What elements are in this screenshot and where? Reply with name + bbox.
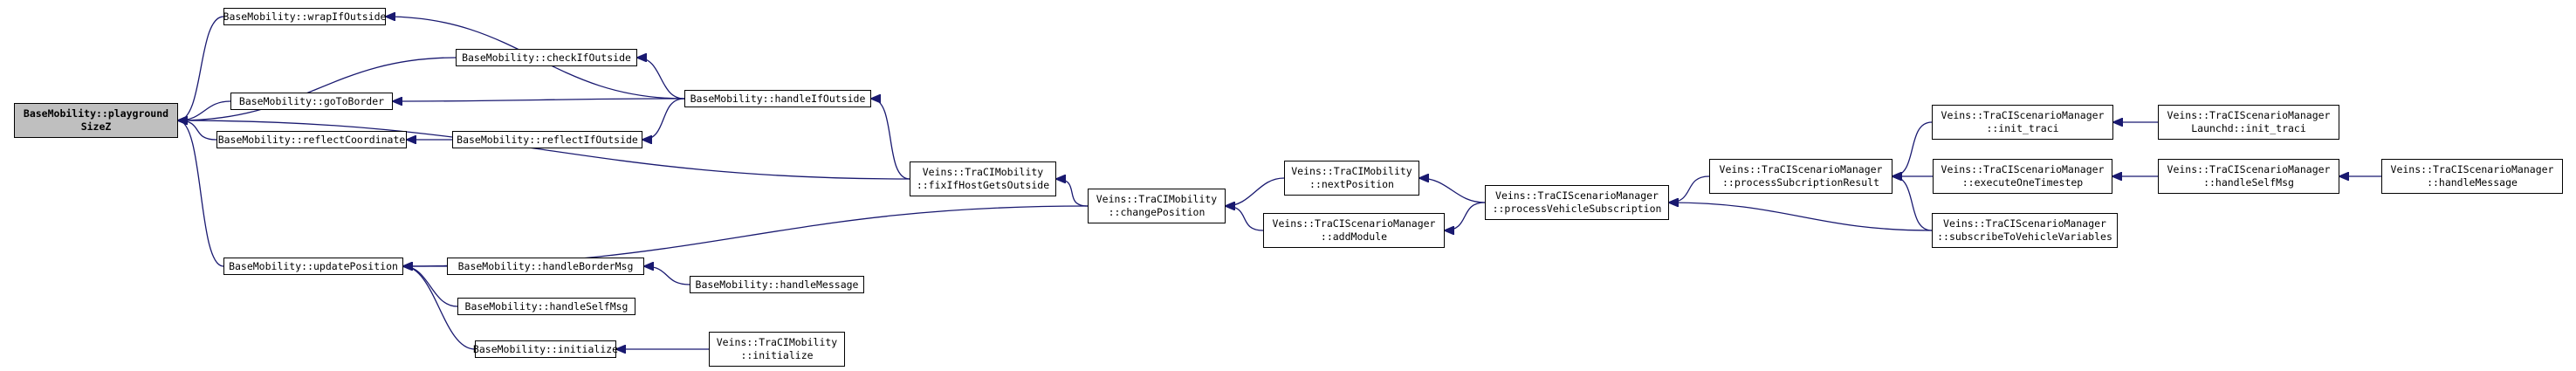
node-label-line: ::changePosition [1108,206,1206,218]
edge-handleIfOutside-to-checkIfOutside [637,58,685,100]
node-label-line: Veins::TraCIScenarioManager [1719,163,1883,175]
node-label-line: BaseMobility::reflectIfOutside [457,133,638,146]
node-next-position[interactable]: Veins::TraCIMobility::nextPosition [1284,161,1419,196]
node-label-line: BaseMobility::handleBorderMsg [457,259,634,272]
node-label-line: ::init_traci [1986,122,2059,134]
node-label-line: Veins::TraCIScenarioManager [1941,163,2105,175]
edge-handleIfOutside-to-reflectIfOutside [642,98,685,140]
node-label-line: Veins::TraCIMobility [1291,165,1412,177]
edge-bmHandleMessage-to-handleBorderMsg [644,266,690,285]
node-change-position[interactable]: Veins::TraCIMobility::changePosition [1088,189,1226,223]
edge-nextPosition-to-changePosition [1226,177,1285,206]
node-label-line: BaseMobility::checkIfOutside [462,51,631,64]
node-label-line: Veins::TraCIScenarioManager [1495,189,1659,202]
node-label-line: BaseMobility::wrapIfOutside [223,10,387,23]
node-label-line: Veins::TraCIMobility [922,166,1044,178]
node-label-line: Veins::TraCIScenarioManager [2167,163,2331,175]
node-fix-if-host-gets-outside[interactable]: Veins::TraCIMobility::fixIfHostGetsOutsi… [910,161,1056,196]
node-label-line: ::handleMessage [2427,176,2518,189]
node-execute-one-timestep[interactable]: Veins::TraCIScenarioManager::executeOneT… [1933,159,2112,194]
node-label-line: ::fixIfHostGetsOutside [916,179,1050,191]
node-subscribe-to-vehicle-variables[interactable]: Veins::TraCIScenarioManager::subscribeTo… [1932,213,2118,248]
node-label-line: ::subscribeToVehicleVariables [1937,230,2112,243]
node-label-line: ::handleSelfMsg [2203,176,2294,189]
edge-fixIfHostGetsOutside-to-playgroundSizeZ [178,120,910,180]
node-label-line: BaseMobility::reflectCoordinate [217,133,406,146]
edge-addModule-to-changePosition [1226,206,1264,231]
node-base-mobility-handle-self-msg[interactable]: BaseMobility::handleSelfMsg [457,298,635,315]
node-label-line: SizeZ [80,120,112,133]
edge-checkIfOutside-to-playgroundSizeZ [178,57,457,120]
node-label-line: Veins::TraCIScenarioManager [2390,163,2554,175]
node-reflect-coordinate[interactable]: BaseMobility::reflectCoordinate [216,131,407,148]
node-process-subcription-result[interactable]: Veins::TraCIScenarioManager::processSubc… [1709,159,1893,194]
edge-changePosition-to-fixIfHostGetsOutside [1056,179,1089,207]
node-handle-border-msg[interactable]: BaseMobility::handleBorderMsg [447,258,644,275]
edge-processVehicleSubscription-to-addModule [1445,202,1486,230]
node-label-line: Veins::TraCIScenarioManager [2167,109,2331,121]
edge-fixIfHostGetsOutside-to-handleIfOutside [871,99,910,180]
edge-updatePosition-to-playgroundSizeZ [178,120,224,267]
node-label-line: BaseMobility::handleIfOutside [690,92,866,105]
edge-wrapIfOutside-to-playgroundSizeZ [178,16,224,120]
edge-subscribeToVehicleVariables-to-processVehicleSubscription [1669,203,1933,231]
node-label-line: ::processSubcriptionResult [1721,176,1879,189]
node-go-to-border[interactable]: BaseMobility::goToBorder [230,93,393,110]
node-label-line: ::addModule [1320,230,1388,243]
node-label-line: Veins::TraCIMobility [716,336,838,348]
node-traci-mobility-initialize[interactable]: Veins::TraCIMobility::initialize [709,332,845,367]
node-check-if-outside[interactable]: BaseMobility::checkIfOutside [456,49,637,66]
node-label-line: Veins::TraCIScenarioManager [1272,217,1436,230]
edge-processSubcriptionResult-to-processVehicleSubscription [1669,175,1710,203]
edge-subscribeToVehicleVariables-to-processSubcriptionResult [1893,176,1933,231]
node-base-mobility-handle-message[interactable]: BaseMobility::handleMessage [690,276,864,293]
node-reflect-if-outside[interactable]: BaseMobility::reflectIfOutside [452,131,642,148]
node-label-line: BaseMobility::handleMessage [695,278,859,291]
node-label-line: ::executeOneTimestep [1961,176,2084,189]
node-add-module[interactable]: Veins::TraCIScenarioManager::addModule [1263,213,1445,248]
edge-initTraci-to-processSubcriptionResult [1893,121,1933,176]
node-handle-if-outside[interactable]: BaseMobility::handleIfOutside [684,90,871,107]
node-process-vehicle-subscription[interactable]: Veins::TraCIScenarioManager::processVehi… [1485,185,1669,220]
node-scenario-manager-handle-self-msg[interactable]: Veins::TraCIScenarioManager::handleSelfM… [2158,159,2339,194]
node-label-line: BaseMobility::goToBorder [238,94,385,107]
node-label-line: BaseMobility::handleSelfMsg [464,299,629,313]
node-base-mobility-initialize[interactable]: BaseMobility::initialize [472,340,619,358]
node-label-line: Veins::TraCIScenarioManager [1941,109,2105,121]
edge-bmInitialize-to-updatePosition [403,266,476,350]
node-label-line: ::nextPosition [1309,178,1394,190]
node-label-line: Launchd::init_traci [2191,122,2306,134]
node-label-line: BaseMobility::playground [23,107,169,120]
node-wrap-if-outside[interactable]: BaseMobility::wrapIfOutside [223,8,386,25]
edge-handleIfOutside-to-goToBorder [393,99,685,101]
node-label-line: BaseMobility::updatePosition [229,259,398,272]
node-label-line: Veins::TraCIScenarioManager [1943,217,2106,230]
node-init-traci[interactable]: Veins::TraCIScenarioManager::init_traci [1932,105,2113,140]
node-label-line: BaseMobility::initialize [472,342,619,355]
node-label-line: Veins::TraCIMobility [1096,193,1218,205]
node-scenario-manager-handle-message[interactable]: Veins::TraCIScenarioManager::handleMessa… [2381,159,2563,194]
node-label-line: ::initialize [740,349,814,361]
node-label-line: ::processVehicleSubscription [1492,203,1662,215]
node-update-position[interactable]: BaseMobility::updatePosition [223,258,403,275]
edge-processVehicleSubscription-to-nextPosition [1419,178,1486,203]
